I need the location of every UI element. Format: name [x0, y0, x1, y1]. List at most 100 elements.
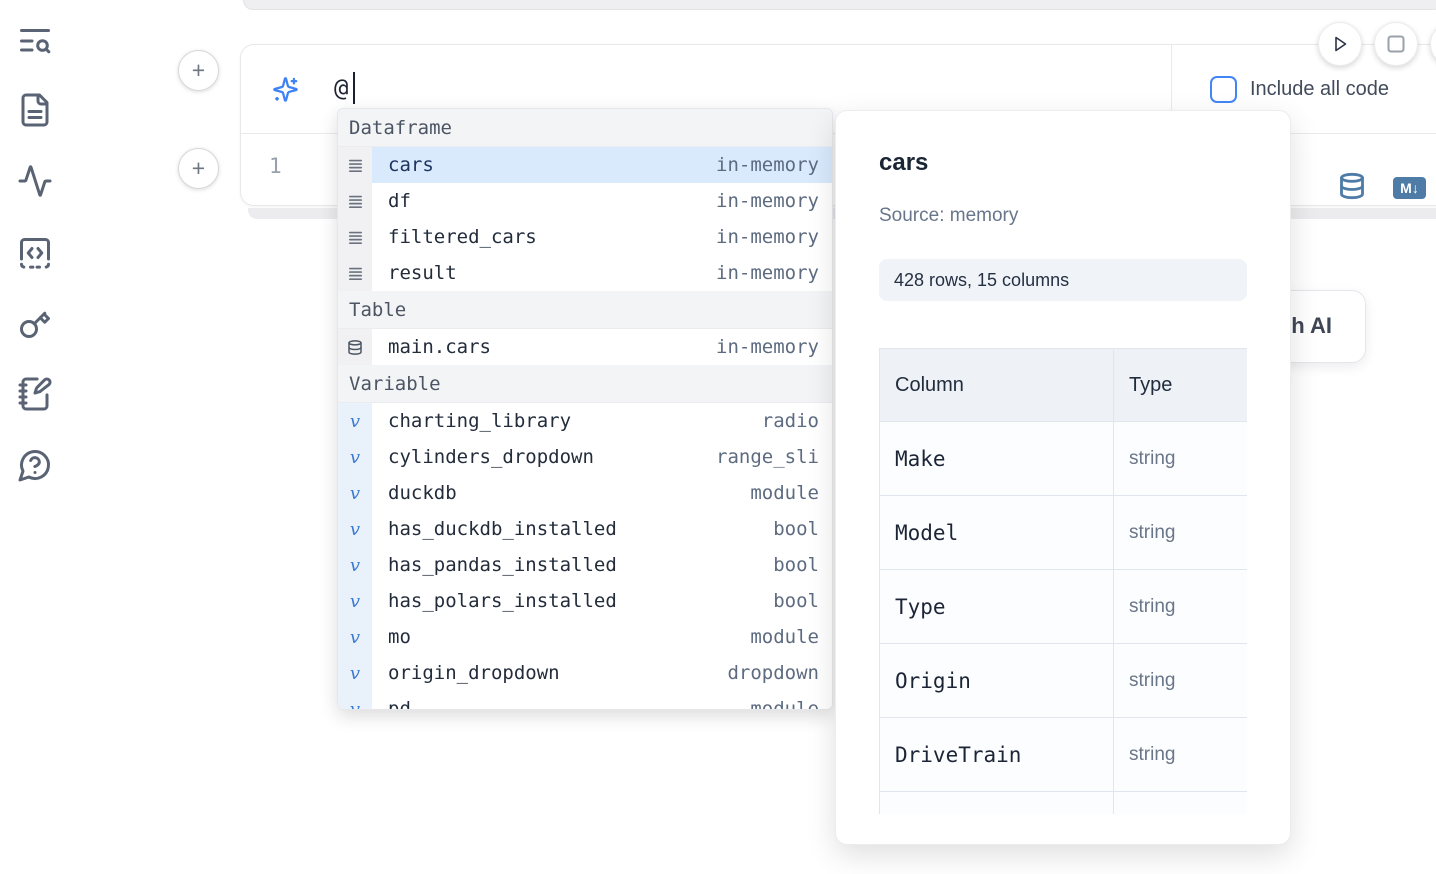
item-type: module: [750, 482, 819, 504]
item-type: radio: [761, 410, 819, 432]
item-type: in-memory: [716, 190, 819, 212]
item-type: bool: [773, 554, 819, 576]
variable-icon: v: [338, 475, 372, 511]
autocomplete-item[interactable]: filtered_cars in-memory: [338, 219, 832, 255]
previous-cell-bottom-strip: [243, 0, 1436, 10]
autocomplete-section-header: Variable: [338, 365, 832, 403]
dataframe-output-icon[interactable]: [1338, 171, 1366, 201]
item-type: in-memory: [716, 336, 819, 358]
item-type: in-memory: [716, 262, 819, 284]
column-name: Origin: [879, 643, 1114, 718]
autocomplete-item[interactable]: cars in-memory: [338, 147, 832, 183]
item-name: has_polars_installed: [388, 590, 617, 612]
item-name: df: [388, 190, 411, 212]
item-name: mo: [388, 626, 411, 648]
item-type: range_sli: [716, 446, 819, 468]
autocomplete-item[interactable]: v pd module: [338, 691, 832, 710]
schema-row-partial: [879, 791, 1247, 814]
variable-icon: v: [338, 583, 372, 619]
variable-icon: v: [338, 403, 372, 439]
key-icon[interactable]: [17, 305, 53, 341]
activity-icon[interactable]: [17, 163, 53, 199]
column-type: string: [1113, 421, 1247, 496]
item-name: has_duckdb_installed: [388, 518, 617, 540]
column-name: Make: [879, 421, 1114, 496]
add-cell-below-button[interactable]: +: [178, 148, 219, 189]
item-name: filtered_cars: [388, 226, 537, 248]
preview-source: Source: memory: [879, 205, 1019, 226]
variable-icon: v: [338, 439, 372, 475]
dataframe-rows-icon: [338, 183, 372, 219]
item-type: in-memory: [716, 154, 819, 176]
help-chat-icon[interactable]: [17, 447, 53, 483]
include-all-code-checkbox[interactable]: [1210, 76, 1237, 103]
stop-cell-button[interactable]: [1374, 22, 1418, 66]
play-icon: [1335, 36, 1347, 52]
item-name: main.cars: [388, 336, 491, 358]
variable-icon: v: [338, 547, 372, 583]
autocomplete-section-header: Dataframe: [338, 109, 832, 147]
variable-icon: v: [338, 655, 372, 691]
include-all-code-label: Include all code: [1250, 78, 1389, 100]
item-name: origin_dropdown: [388, 662, 560, 684]
item-type: dropdown: [727, 662, 819, 684]
column-type: string: [1113, 495, 1247, 570]
item-type: module: [750, 626, 819, 648]
file-text-icon[interactable]: [17, 92, 53, 128]
schema-header-column: Column: [879, 348, 1114, 422]
line-number: 1: [269, 154, 282, 178]
prompt-input-text[interactable]: @: [334, 74, 349, 102]
notebook-pen-icon[interactable]: [17, 376, 53, 412]
variable-icon: v: [338, 619, 372, 655]
autocomplete-item[interactable]: df in-memory: [338, 183, 832, 219]
variable-icon: v: [338, 691, 372, 709]
list-search-icon[interactable]: [17, 23, 53, 59]
item-name: cars: [388, 154, 434, 176]
shape-badge: 428 rows, 15 columns: [879, 259, 1247, 301]
item-type: bool: [773, 518, 819, 540]
run-cell-button[interactable]: [1318, 22, 1362, 66]
database-icon: [338, 329, 372, 365]
preview-title: cars: [879, 149, 929, 176]
autocomplete-section-header: Table: [338, 291, 832, 329]
item-type: module: [750, 698, 819, 710]
prompt-options: Include all code: [1171, 45, 1436, 134]
column-name: [879, 791, 1114, 814]
column-type: [1113, 791, 1247, 814]
column-name: Model: [879, 495, 1114, 570]
column-name: DriveTrain: [879, 717, 1114, 792]
dataframe-preview-panel: cars Source: memory 428 rows, 15 columns…: [835, 110, 1291, 845]
dataframe-rows-icon: [338, 255, 372, 291]
schema-header-type: Type: [1113, 348, 1247, 422]
markdown-convert-button[interactable]: M↓: [1393, 177, 1426, 199]
code-editor-row[interactable]: 1 M↓: [241, 134, 1436, 205]
add-cell-above-button[interactable]: +: [178, 50, 219, 91]
code-square-icon[interactable]: [17, 235, 53, 271]
item-name: pd: [388, 698, 411, 710]
sparkles-ai-icon: [272, 76, 299, 103]
dataframe-rows-icon: [338, 147, 372, 183]
autocomplete-item[interactable]: main.cars in-memory: [338, 329, 832, 365]
item-type: in-memory: [716, 226, 819, 248]
autocomplete-item[interactable]: v origin_dropdown dropdown: [338, 655, 832, 691]
stop-icon: [1387, 35, 1405, 53]
column-type: string: [1113, 643, 1247, 718]
sidebar: [0, 0, 70, 874]
